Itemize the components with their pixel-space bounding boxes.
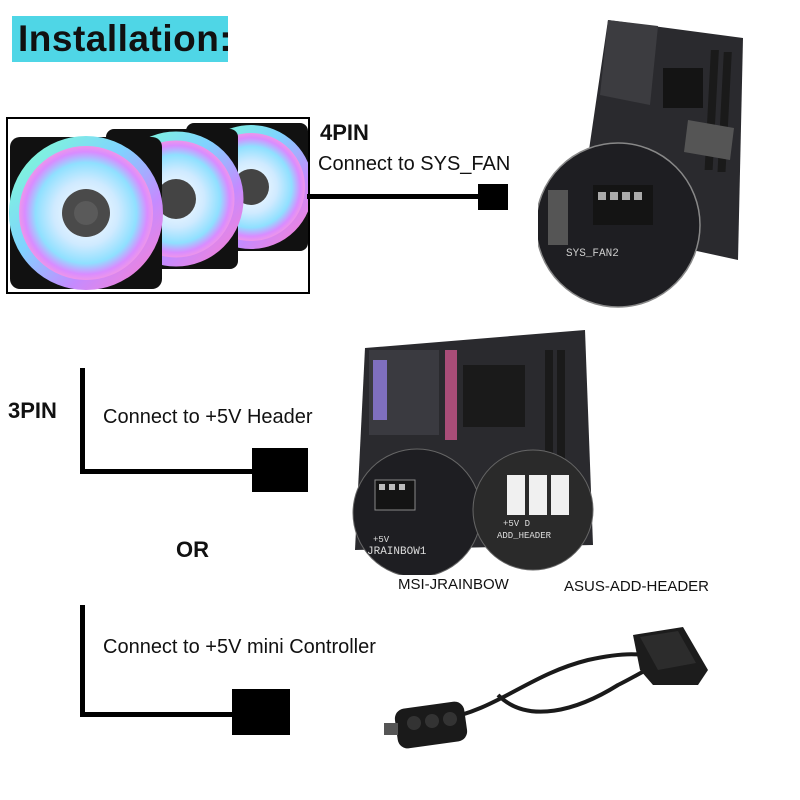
msi-jrainbow-caption: MSI-JRAINBOW xyxy=(398,576,509,593)
rgb-fans-image xyxy=(9,123,308,290)
mini-cable-vertical xyxy=(80,605,85,717)
motherboard-sys-fan-image: SYS_FAN2 xyxy=(538,20,743,308)
asus-zoom-line1: +5V D xyxy=(503,519,530,529)
fan-image-frame xyxy=(6,117,310,294)
four-pin-label: 4PIN xyxy=(320,120,369,145)
asus-zoom-line2: ADD_HEADER xyxy=(497,531,552,541)
three-pin-cable-vertical xyxy=(80,368,85,474)
mini-connector xyxy=(232,689,290,735)
msi-zoom-text: JRAINBOW1 xyxy=(367,546,427,558)
three-pin-label: 3PIN xyxy=(8,398,57,423)
or-label: OR xyxy=(176,537,209,562)
three-pin-description: Connect to +5V Header xyxy=(103,406,313,428)
four-pin-cable xyxy=(307,194,479,199)
page-title: Installation: xyxy=(18,18,233,59)
four-pin-description: Connect to SYS_FAN xyxy=(318,153,511,175)
sys-fan-board-label: SYS_FAN2 xyxy=(566,248,619,260)
three-pin-connector xyxy=(252,448,308,492)
three-pin-cable-horizontal xyxy=(80,469,252,474)
title-banner xyxy=(12,16,228,62)
mini-cable-horizontal xyxy=(80,712,232,717)
msi-pin-text: +5V xyxy=(373,535,390,545)
four-pin-connector xyxy=(478,184,508,210)
fan-1 xyxy=(9,136,163,290)
asus-add-header-caption: ASUS-ADD-HEADER xyxy=(564,578,710,595)
mini-controller-image xyxy=(384,627,708,749)
motherboard-5v-header-image: +5V JRAINBOW1 +5V D ADD_HEADER xyxy=(352,330,594,575)
mini-controller-description: Connect to +5V mini Controller xyxy=(103,636,376,658)
